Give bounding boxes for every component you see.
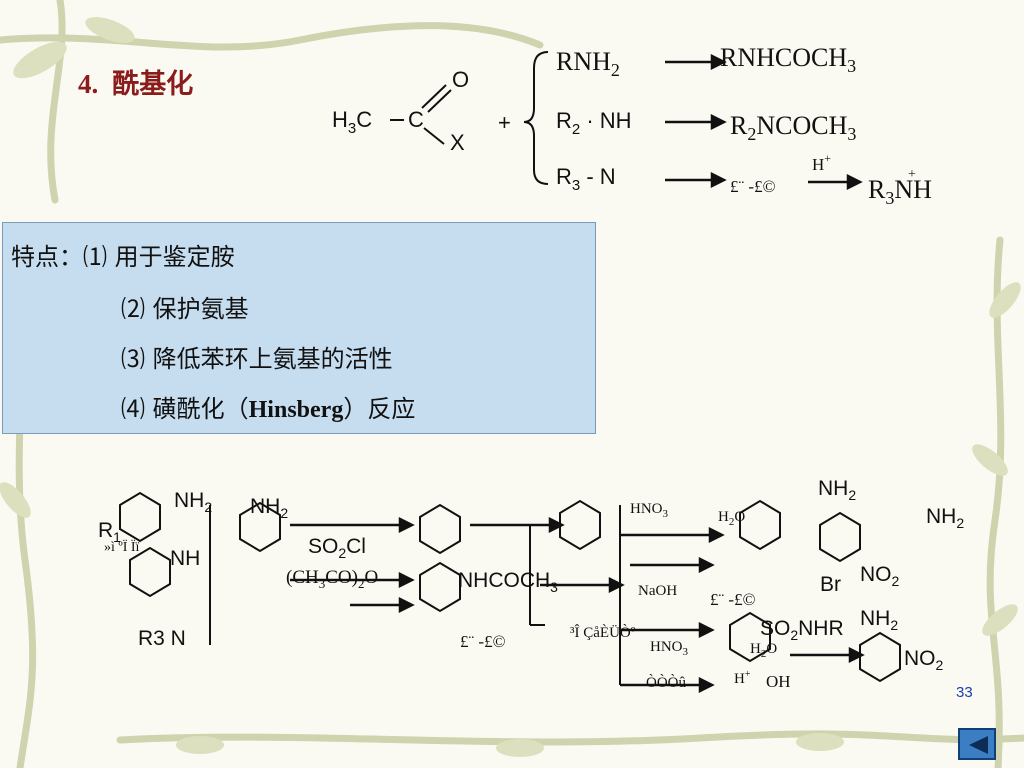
hinsberg-scheme: R1 NH2 NH2 SO2Cl NH NHCOCH3 NH2 NH2 Br N… (98, 477, 964, 694)
brace (523, 51, 549, 185)
nh2-label-4: NH2 (926, 505, 964, 531)
product-garbled: £¨ -£© (730, 177, 776, 196)
garbled-label-3: ÒÒÒû (646, 674, 686, 691)
benzene-ring-3 (239, 501, 281, 553)
naoh-label: NaOH (638, 583, 677, 599)
amine-primary: RNH2 (556, 47, 620, 80)
nhcocr-label: NHCOCH3 (458, 569, 558, 595)
acylation-reaction: H3C C O X + RNH2 R2 · NH R3 - N RNHCOCH3… (332, 43, 932, 208)
h2o-label-2: H2O (750, 641, 777, 660)
back-arrow-icon (969, 736, 988, 754)
amine-secondary: R2 · NH (556, 108, 632, 138)
page-number: 33 (956, 684, 973, 701)
benzene-ring-9 (729, 611, 771, 663)
nh2-label-2: NH2 (250, 495, 288, 521)
feature-4: ⑷ 磺酰化（Hinsberg）反应 (121, 389, 415, 424)
benzene-ring-10 (859, 631, 901, 683)
leaving-group-x: X (450, 130, 465, 155)
hno3-label-2: HNO3 (650, 639, 689, 658)
feature-4-num: ⑷ (121, 395, 145, 423)
no2-label-1: NO2 (860, 563, 900, 589)
feature-4-hinsberg: Hinsberg (248, 397, 344, 423)
feature-2-text: 保护氨基 (152, 295, 249, 323)
product-amide-2: R2NCOCH3 (730, 111, 856, 144)
so2cl-label: SO2Cl (308, 535, 366, 561)
nh2-label-3: NH2 (818, 477, 856, 503)
benzene-ring-6 (559, 499, 601, 551)
carbonyl-c: C (408, 107, 424, 132)
amine-tertiary: R3 - N (556, 164, 616, 194)
benzene-ring-8 (819, 511, 861, 563)
feature-1-num: ⑴ (83, 243, 107, 271)
plus-sign: + (498, 110, 511, 135)
benzene-ring-7 (739, 499, 781, 551)
garbled-mixture: »ì ºÏ Ïï (104, 538, 140, 555)
oh-label: OH (766, 672, 791, 691)
previous-slide-button[interactable] (958, 728, 996, 760)
svg-text:+: + (908, 167, 916, 182)
hno3-label-1: HNO3 (630, 501, 669, 520)
nh-label: NH (170, 547, 200, 570)
features-heading: 特点： (11, 243, 83, 271)
feature-3: ⑶ 降低苯环上氨基的活性 (121, 339, 393, 374)
no2-label-2: NO2 (904, 647, 944, 673)
benzene-ring-5 (419, 561, 461, 613)
feature-3-num: ⑶ (121, 345, 145, 373)
benzene-ring-2 (129, 546, 171, 598)
slide-title: 4. 酰基化 (78, 62, 193, 101)
features-box: 特点：⑴ 用于鉴定胺 ⑵ 保护氨基 ⑶ 降低苯环上氨基的活性 ⑷ 磺酰化（Hin… (2, 222, 596, 434)
r3n-label: R3 N (138, 627, 186, 650)
nh2-label-5: NH2 (860, 607, 898, 633)
feature-4-text-pre: 磺酰化（ (152, 395, 249, 423)
h3c-label: H3C (332, 107, 372, 137)
so2nhr-label: SO2NHR (760, 617, 844, 643)
title-number: 4. (78, 69, 99, 99)
product-ammonium: R3NH (868, 175, 932, 208)
anhydride-label: (CH3CO)2O (286, 567, 378, 591)
garbled-clear-solution: ³Î ÇåÈÜÒº (570, 624, 636, 641)
benzene-ring-4 (419, 503, 461, 555)
nh2-label-1: NH2 (174, 489, 212, 515)
feature-3-text: 降低苯环上氨基的活性 (152, 345, 393, 373)
garbled-product-2: £¨ -£© (460, 632, 506, 651)
garbled-product-1: £¨ -£© (710, 590, 756, 609)
feature-2-num: ⑵ (121, 295, 145, 323)
feature-4-text-post: ）反应 (343, 395, 416, 423)
feature-1: 特点：⑴ 用于鉴定胺 (11, 237, 235, 272)
feature-1-text: 用于鉴定胺 (114, 243, 235, 271)
hplus-label: H+ (734, 669, 751, 687)
title-text: 酰基化 (112, 69, 194, 100)
product-amide-1: RNHCOCH3 (720, 43, 856, 76)
acid-catalyst: H+ (812, 151, 831, 174)
feature-2: ⑵ 保护氨基 (121, 289, 249, 324)
benzene-ring-1 (119, 491, 161, 543)
br-label: Br (820, 573, 841, 596)
h2o-label-1: H2O (718, 509, 745, 528)
oxygen-atom: O (452, 67, 469, 92)
